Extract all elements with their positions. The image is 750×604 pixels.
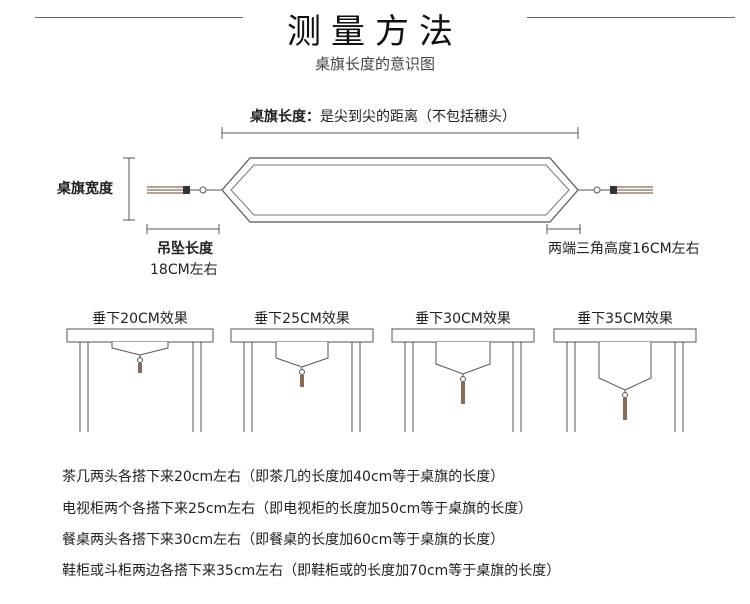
table-drop-25: 垂下25CM效果 xyxy=(230,311,374,432)
note-coffee-table: 茶几两头各搭下来20cm左右（即茶几的长度加40cm等于桌旗的长度） xyxy=(62,469,505,485)
runner-width-label: 桌旗宽度 xyxy=(57,181,113,197)
left-tassel-cap xyxy=(183,186,190,194)
table-drop-30: 垂下30CM效果 xyxy=(391,311,535,432)
right-tassel-cap xyxy=(610,186,617,194)
triangle-height-label: 两端三角高度16CM左右 xyxy=(548,241,700,257)
left-tassel-threads xyxy=(147,186,183,194)
page-title: 测量方法 xyxy=(287,12,463,52)
page-subtitle: 桌旗长度的意识图 xyxy=(314,55,435,73)
note-tv-cabinet: 电视柜两个各搭下来25cm左右（即电视柜的长度加50cm等于桌旗的长度） xyxy=(62,501,533,517)
table-drop-diagrams: 垂下20CM效果 垂下25CM效果 垂下30CM效果 垂下35CM效果 xyxy=(66,311,697,432)
pendant-length-title: 吊坠长度 xyxy=(157,241,213,257)
runner-inner-outline xyxy=(230,164,570,216)
note-shoe-cabinet: 鞋柜或斗柜两边各搭下来35cm左右（即鞋柜或的长度加70cm等于桌旗的长度） xyxy=(62,563,561,579)
note-dining-table: 餐桌两头各搭下来30cm左右（即餐桌的长度加60cm等于桌旗的长度） xyxy=(62,532,505,548)
pendant-length-value: 18CM左右 xyxy=(150,262,218,278)
table-drop-20-label: 垂下20CM效果 xyxy=(92,311,188,327)
header-rule-left xyxy=(35,17,243,18)
right-tassel-bead xyxy=(593,186,601,194)
runner-length-label-text: 是尖到尖的距离（不包括穗头） xyxy=(320,109,516,125)
table-drop-20: 垂下20CM效果 xyxy=(66,311,214,432)
right-tassel-threads xyxy=(617,186,653,194)
table-drop-35-label: 垂下35CM效果 xyxy=(577,311,673,327)
table-drop-35: 垂下35CM效果 xyxy=(553,311,697,432)
table-drop-25-label: 垂下25CM效果 xyxy=(254,311,350,327)
runner-diagram xyxy=(123,127,653,234)
table-drop-30-label: 垂下30CM效果 xyxy=(415,311,511,327)
runner-outline xyxy=(221,157,579,223)
left-tassel-bead xyxy=(199,186,207,194)
runner-length-label-bold: 桌旗长度： xyxy=(250,109,320,125)
header-rule-right xyxy=(527,17,735,18)
runner-length-label: 桌旗长度：是尖到尖的距离（不包括穗头） xyxy=(250,106,516,126)
